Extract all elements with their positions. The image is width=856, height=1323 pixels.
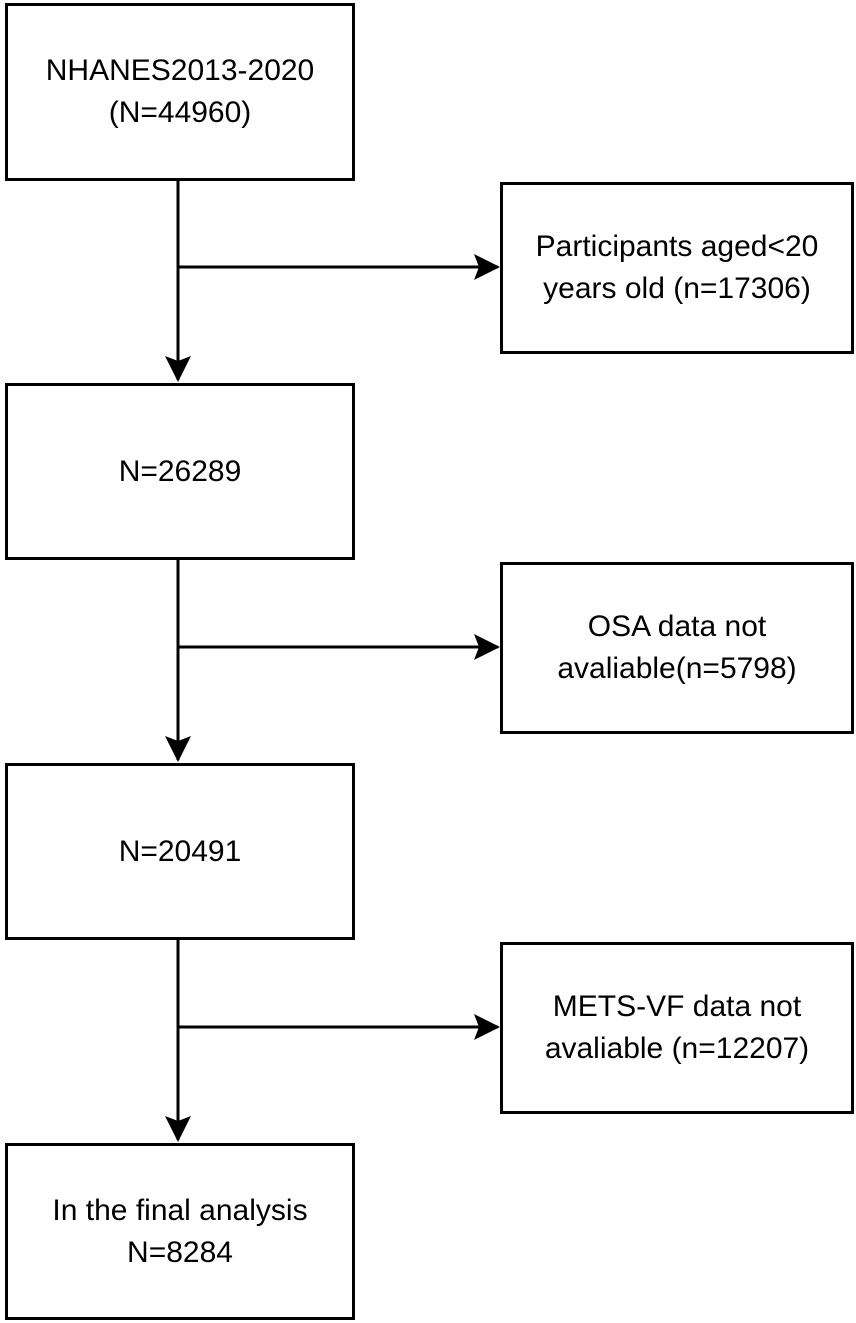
exclusion-osa-line1: OSA data not [587, 610, 767, 643]
exclusion-mets-line1: METS-VF data not [552, 990, 802, 1023]
box-nhanes-count: (N=44960) [108, 96, 252, 129]
box-exclusion-osa: OSA data not avaliable(n=5798) [500, 562, 854, 734]
box-exclusion-age: Participants aged<20 years old (n=17306) [500, 182, 854, 354]
box-nhanes-title: NHANES2013-2020 [45, 54, 315, 87]
exclusion-mets-line2: avaliable (n=12207) [544, 1032, 810, 1065]
box-step2: N=20491 [5, 763, 355, 940]
box-step1-count: N=26289 [118, 454, 242, 488]
box-step1: N=26289 [5, 383, 355, 560]
exclusion-age-line1: Participants aged<20 [535, 230, 819, 263]
exclusion-osa-line2: avaliable(n=5798) [557, 652, 797, 685]
box-step2-count: N=20491 [118, 834, 242, 868]
box-final-count: N=8284 [127, 1235, 233, 1269]
box-nhanes-start: NHANES2013-2020 (N=44960) [5, 3, 355, 181]
box-exclusion-mets: METS-VF data not avaliable (n=12207) [500, 942, 854, 1114]
box-final-analysis: In the final analysis N=8284 [5, 1143, 355, 1320]
exclusion-age-line2: years old (n=17306) [543, 272, 811, 305]
box-final-title: In the final analysis [52, 1193, 308, 1227]
